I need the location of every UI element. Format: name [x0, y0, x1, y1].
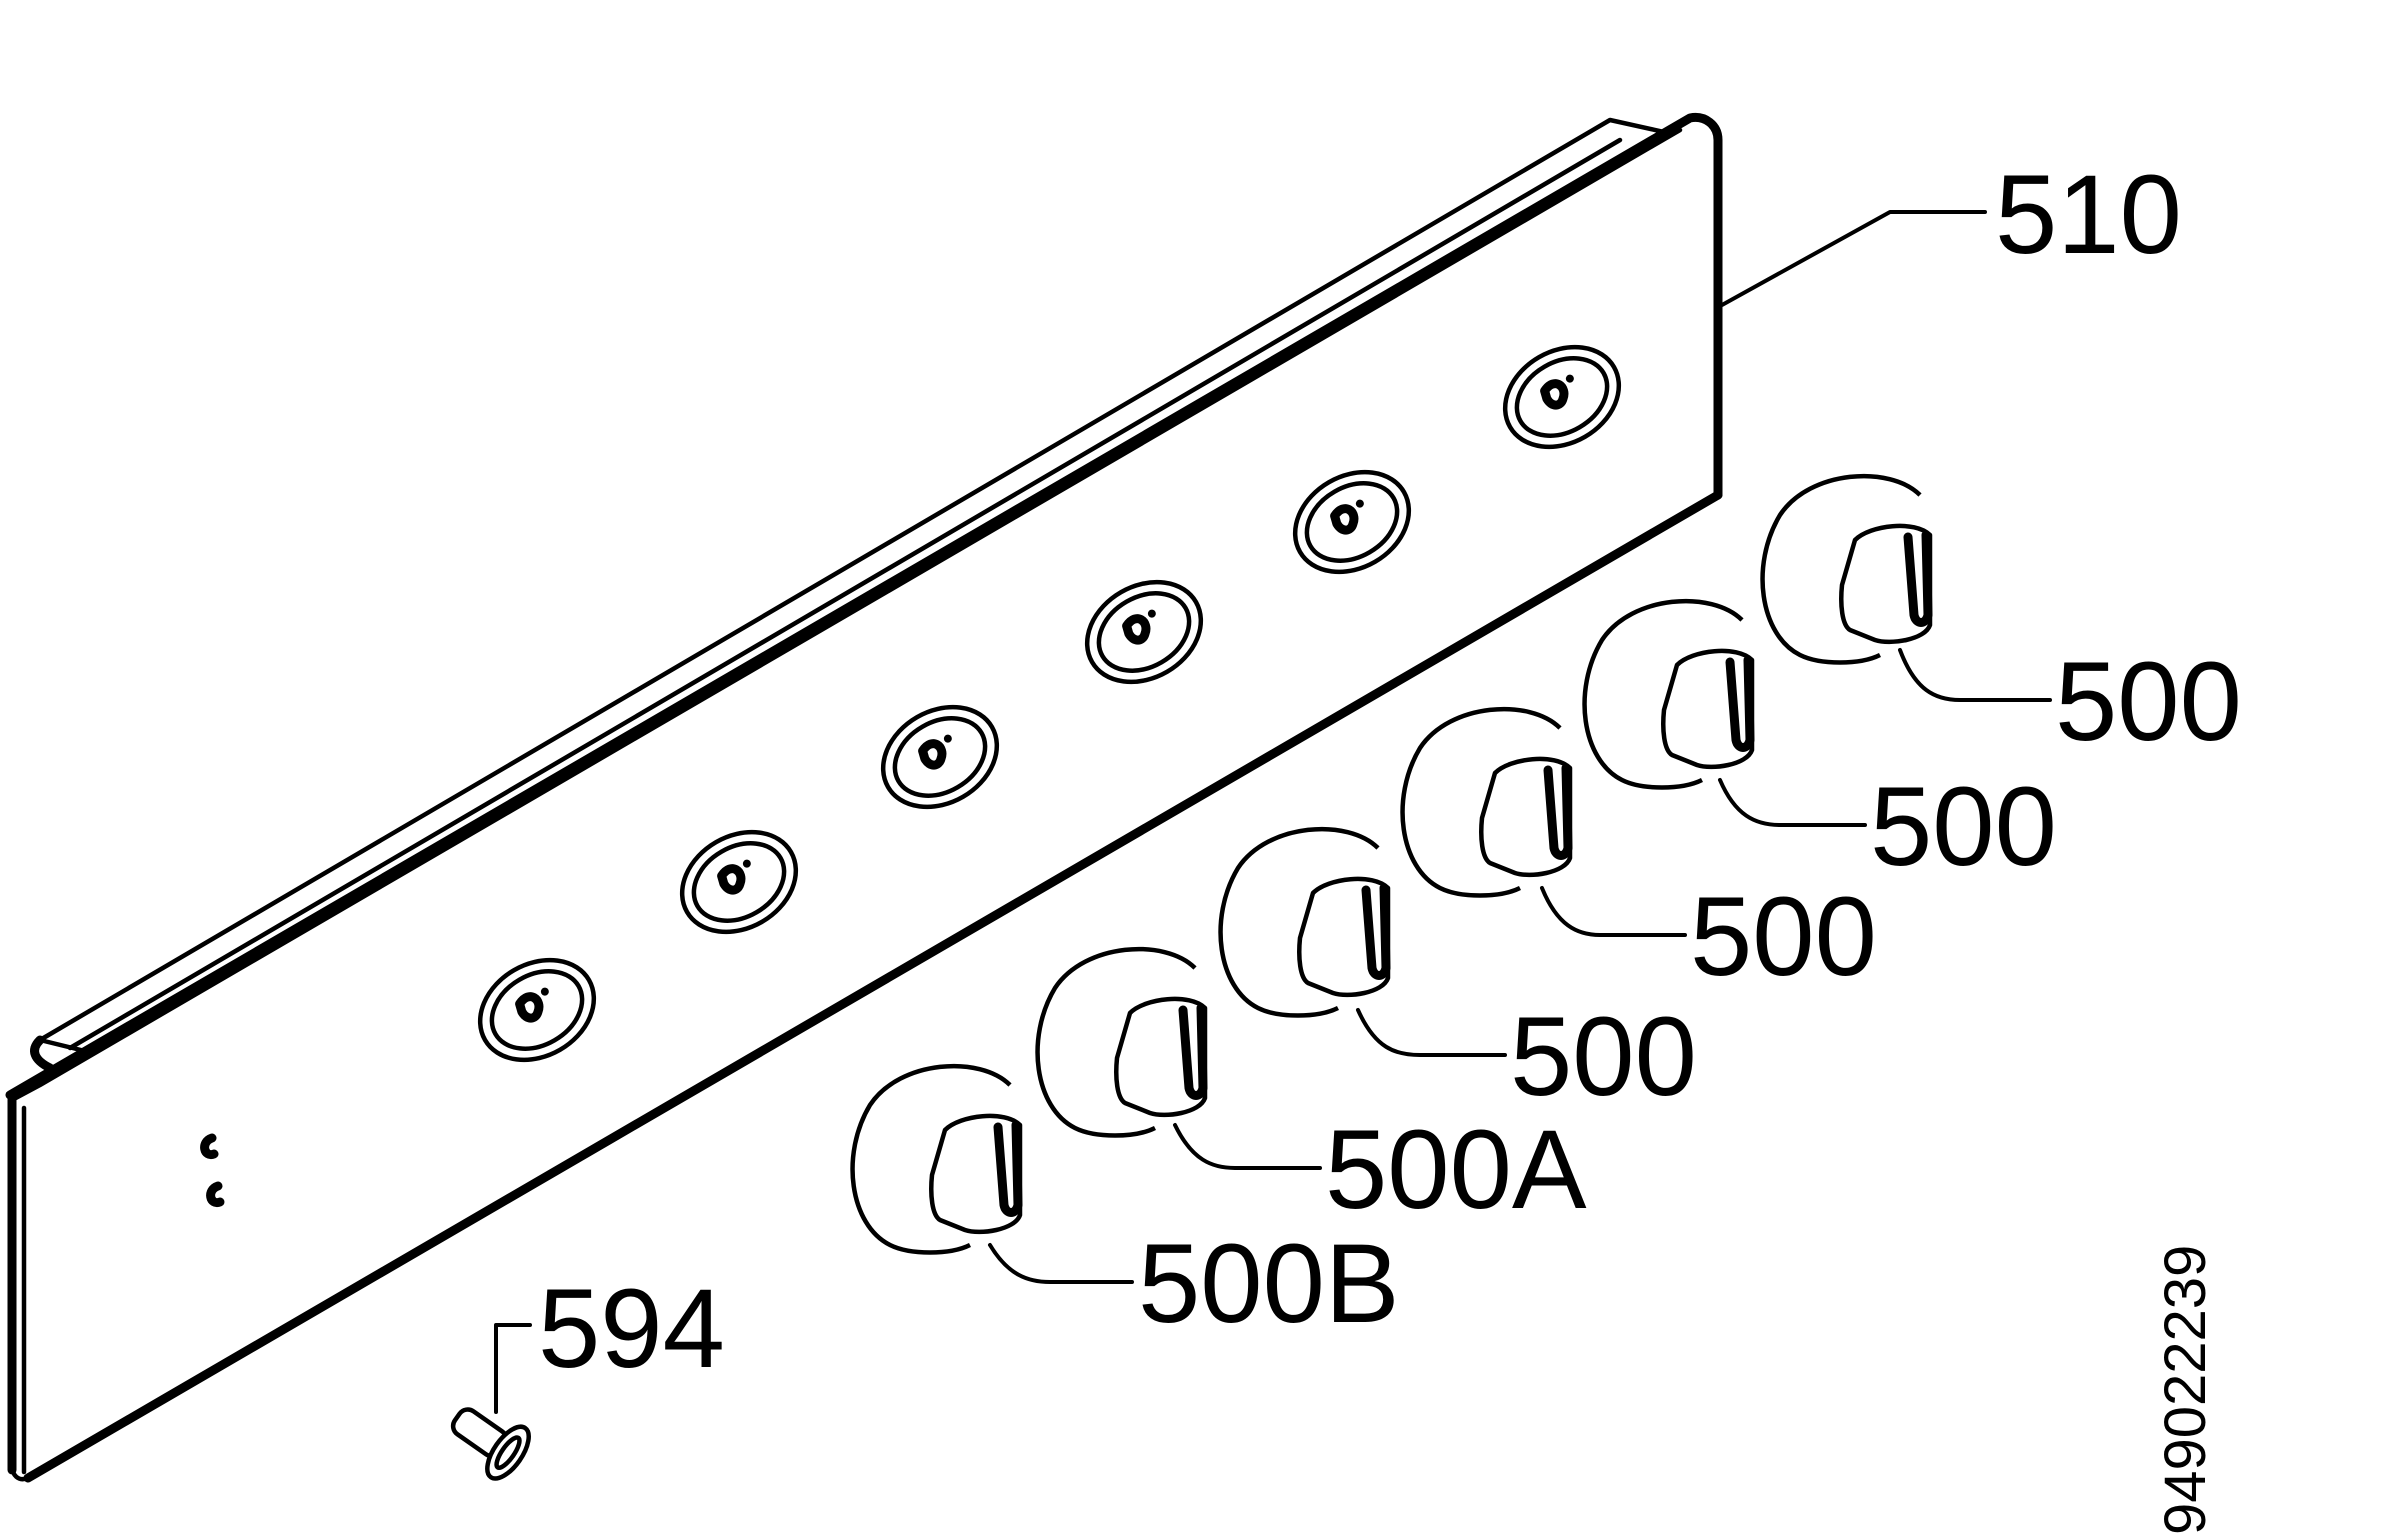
label-500-2: 500 — [1690, 874, 1877, 999]
leader-594 — [494, 1323, 532, 1414]
leader-500a — [1173, 1123, 1322, 1170]
control-panel — [5, 112, 1723, 1483]
knob-500a — [1035, 946, 1208, 1138]
knob-hole — [1084, 579, 1204, 685]
knob-hole — [1502, 344, 1622, 450]
knob-hole — [477, 957, 597, 1063]
leader-500b — [988, 1243, 1134, 1284]
label-594: 594 — [538, 1266, 725, 1391]
screw — [450, 1407, 531, 1481]
leader-500-2 — [1540, 886, 1687, 937]
knob-500-2 — [1400, 706, 1573, 898]
knob-hole — [1292, 469, 1412, 575]
knob-hole — [880, 704, 1000, 810]
knob-500-1 — [1218, 826, 1391, 1018]
callout-labels: 510 500 500 500 500 500A 500B 594 — [538, 152, 2242, 1391]
panel-knob-holes — [477, 344, 1622, 1063]
label-500-1: 500 — [1510, 994, 1697, 1119]
control-knobs — [850, 473, 1933, 1255]
label-500b: 500B — [1138, 1221, 1400, 1346]
label-510: 510 — [1995, 152, 2182, 277]
knob-500b — [850, 1063, 1023, 1255]
knob-500-4 — [1760, 473, 1933, 665]
label-500-4: 500 — [2055, 639, 2242, 764]
leader-510 — [1720, 210, 1987, 307]
leader-lines — [494, 210, 2052, 1414]
leader-500-1 — [1356, 1008, 1507, 1057]
knob-500-3 — [1582, 598, 1755, 790]
label-500-3: 500 — [1870, 764, 2057, 889]
indicator-marks — [200, 1133, 225, 1208]
drawing-number: 949022239 — [2153, 1245, 2218, 1535]
leader-500-4 — [1898, 648, 2052, 702]
leader-500-3 — [1718, 778, 1867, 827]
knob-hole — [679, 829, 799, 935]
label-500a: 500A — [1325, 1107, 1587, 1232]
